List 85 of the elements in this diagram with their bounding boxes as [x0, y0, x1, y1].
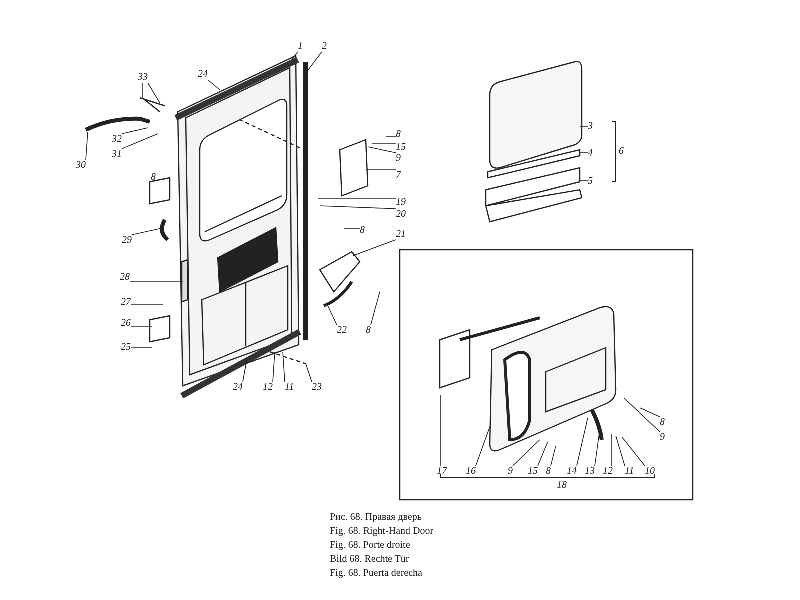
callout-number: 12	[603, 466, 613, 477]
callout-number: 13	[585, 466, 595, 477]
callout-number: 8	[151, 172, 156, 183]
callout-number: 17	[437, 466, 447, 477]
callout-number: 33	[138, 72, 148, 83]
callout-number: 26	[121, 318, 131, 329]
callout-number: 30	[76, 160, 86, 171]
callout-number: 24	[233, 382, 243, 393]
callout-number: 8	[396, 129, 401, 140]
leader-line	[142, 82, 144, 98]
callout-number: 11	[285, 382, 294, 393]
callout-number: 29	[122, 235, 132, 246]
callout-number: 14	[567, 466, 577, 477]
figure-caption: Bild 68. Rechte Tür	[330, 554, 410, 566]
callout-number: 22	[337, 325, 347, 336]
leader-line	[122, 128, 148, 134]
leader-line	[538, 442, 548, 466]
leader-line	[624, 398, 660, 432]
callout-number: 11	[625, 466, 634, 477]
callout-number: 23	[312, 382, 322, 393]
leader-line	[292, 52, 298, 60]
callout-number: 8	[546, 466, 551, 477]
leader-line	[386, 136, 396, 138]
leader-line	[550, 446, 556, 466]
leader-line	[476, 426, 490, 466]
callout-number: 25	[121, 342, 131, 353]
leader-line	[318, 198, 396, 200]
leader-line	[320, 206, 396, 210]
leader-line	[368, 146, 396, 154]
callout-number: 9	[508, 466, 513, 477]
callout-number: 1	[298, 41, 303, 52]
figure-caption: Fig. 68. Porte droite	[330, 540, 410, 552]
leader-line	[640, 408, 660, 418]
leader-line	[440, 394, 442, 466]
leader-line	[86, 132, 88, 160]
callout-number: 2	[322, 41, 327, 52]
callout-number: 27	[121, 297, 131, 308]
callout-number: 15	[396, 142, 406, 153]
callout-number: 10	[645, 466, 655, 477]
leader-line	[132, 228, 164, 236]
callout-number: 21	[396, 229, 406, 240]
callout-number: 9	[396, 153, 401, 164]
leader-line	[122, 134, 158, 150]
leader-line	[208, 80, 220, 90]
callout-number: 32	[112, 134, 122, 145]
callout-number: 8	[366, 325, 371, 336]
leader-line	[148, 82, 160, 104]
leader-line	[130, 326, 152, 328]
callout-number: 3	[588, 121, 593, 132]
callout-number: 28	[120, 272, 130, 283]
callout-number: 6	[619, 146, 624, 157]
callout-number: 15	[528, 466, 538, 477]
leader-line	[576, 418, 588, 466]
callout-number: 19	[396, 197, 406, 208]
leader-line	[272, 352, 276, 382]
callout-number: 18	[557, 480, 567, 491]
leader-line	[242, 360, 248, 382]
leader-line	[580, 152, 588, 154]
leader-line	[306, 364, 312, 382]
leader-line	[328, 306, 338, 326]
leader-line	[622, 436, 646, 466]
leader-line	[370, 292, 380, 326]
callout-number: 16	[466, 466, 476, 477]
leader-line	[130, 304, 164, 306]
callout-number: 8	[360, 225, 365, 236]
leader-line	[352, 240, 396, 256]
callout-number: 9	[660, 432, 665, 443]
callout-number: 24	[198, 69, 208, 80]
leader-line	[344, 228, 360, 230]
leader-line	[512, 440, 540, 466]
leader-line	[282, 352, 286, 382]
figure-caption: Fig. 68. Puerta derecha	[330, 568, 422, 580]
callout-number: 12	[263, 382, 273, 393]
leader-line	[580, 180, 588, 182]
leader-line	[306, 52, 322, 72]
callout-number: 20	[396, 209, 406, 220]
callout-number: 31	[112, 149, 122, 160]
figure-caption: Рис. 68. Правая дверь	[330, 512, 422, 524]
callout-number: 5	[588, 176, 593, 187]
leader-line	[616, 436, 626, 466]
leader-line	[580, 126, 588, 128]
figure-caption: Fig. 68. Right-Hand Door	[330, 526, 434, 538]
callout-number: 4	[588, 148, 593, 159]
callout-number: 8	[660, 417, 665, 428]
callout-number: 7	[396, 170, 401, 181]
